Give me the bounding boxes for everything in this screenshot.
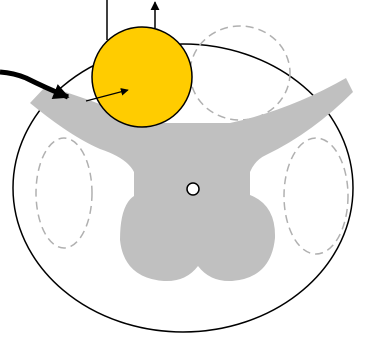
incoming-thick-arrow — [0, 72, 68, 97]
center-point — [187, 183, 199, 195]
yellow-circle — [92, 27, 192, 127]
